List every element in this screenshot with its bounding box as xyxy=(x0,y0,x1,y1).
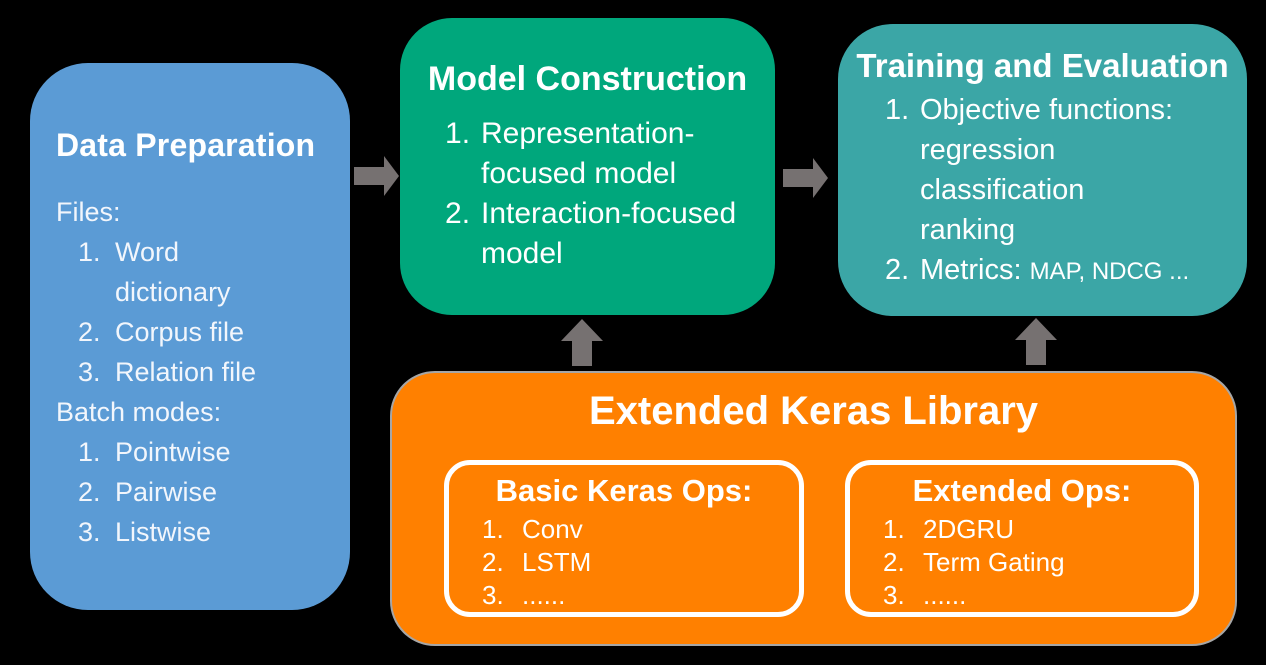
extended-keras-library-box: Extended Keras Library Basic Keras Ops: … xyxy=(390,371,1237,646)
model-construction-list: Representation- focused model Interactio… xyxy=(445,114,775,274)
list-item-relation-file: Relation file xyxy=(78,352,257,392)
extended-ops-title: Extended Ops: xyxy=(912,473,1132,508)
files-list: Word dictionary Corpus file Relation fil… xyxy=(78,232,350,392)
list-item-basic-more: ...... xyxy=(482,579,566,612)
batch-modes-label: Batch modes: xyxy=(56,397,222,427)
list-item-2dgru: 2DGRU xyxy=(883,513,1015,546)
list-item-word-dictionary: Word dictionary xyxy=(78,232,231,307)
list-item-listwise: Listwise xyxy=(78,512,212,552)
basic-keras-ops-box: Basic Keras Ops: Conv LSTM ...... xyxy=(444,460,804,617)
extended-keras-library-title: Extended Keras Library xyxy=(588,389,1039,433)
training-evaluation-box: Training and Evaluation Objective functi… xyxy=(838,24,1247,316)
arrow-right-icon xyxy=(354,156,399,196)
extended-ops-box: Extended Ops: 2DGRU Term Gating ...... xyxy=(845,460,1199,617)
list-item-objective-functions: Objective functions: regression classifi… xyxy=(885,90,1174,246)
batch-modes-list: Pointwise Pairwise Listwise xyxy=(78,432,350,552)
model-construction-title: Model Construction xyxy=(427,60,748,98)
model-construction-box: Model Construction Representation- focus… xyxy=(400,18,775,315)
list-item-pairwise: Pairwise xyxy=(78,472,218,512)
basic-keras-ops-title: Basic Keras Ops: xyxy=(495,473,753,508)
training-evaluation-title: Training and Evaluation xyxy=(856,47,1229,84)
list-item-representation-model: Representation- focused model xyxy=(445,114,695,190)
data-preparation-box: Data Preparation Files: Word dictionary … xyxy=(30,63,350,610)
list-item-lstm: LSTM xyxy=(482,546,592,579)
list-item-conv: Conv xyxy=(482,513,583,546)
arrow-right-icon xyxy=(783,158,828,198)
basic-keras-ops-list: Conv LSTM ...... xyxy=(482,513,799,612)
list-item-extended-more: ...... xyxy=(883,579,967,612)
list-item-interaction-model: Interaction-focused model xyxy=(445,194,737,270)
list-item-pointwise: Pointwise xyxy=(78,432,231,472)
arrow-up-icon xyxy=(561,319,603,366)
list-item-metrics: Metrics: MAP, NDCG ... xyxy=(885,250,1247,292)
list-item-corpus-file: Corpus file xyxy=(78,312,245,352)
files-label: Files: xyxy=(56,197,121,227)
metrics-label: Metrics: xyxy=(920,254,1022,286)
list-item-term-gating: Term Gating xyxy=(883,546,1065,579)
extended-ops-list: 2DGRU Term Gating ...... xyxy=(883,513,1194,612)
training-evaluation-list: Objective functions: regression classifi… xyxy=(885,90,1247,292)
data-preparation-title: Data Preparation xyxy=(56,127,316,163)
metrics-detail: MAP, NDCG ... xyxy=(1029,258,1190,285)
arrow-up-icon xyxy=(1015,318,1057,365)
